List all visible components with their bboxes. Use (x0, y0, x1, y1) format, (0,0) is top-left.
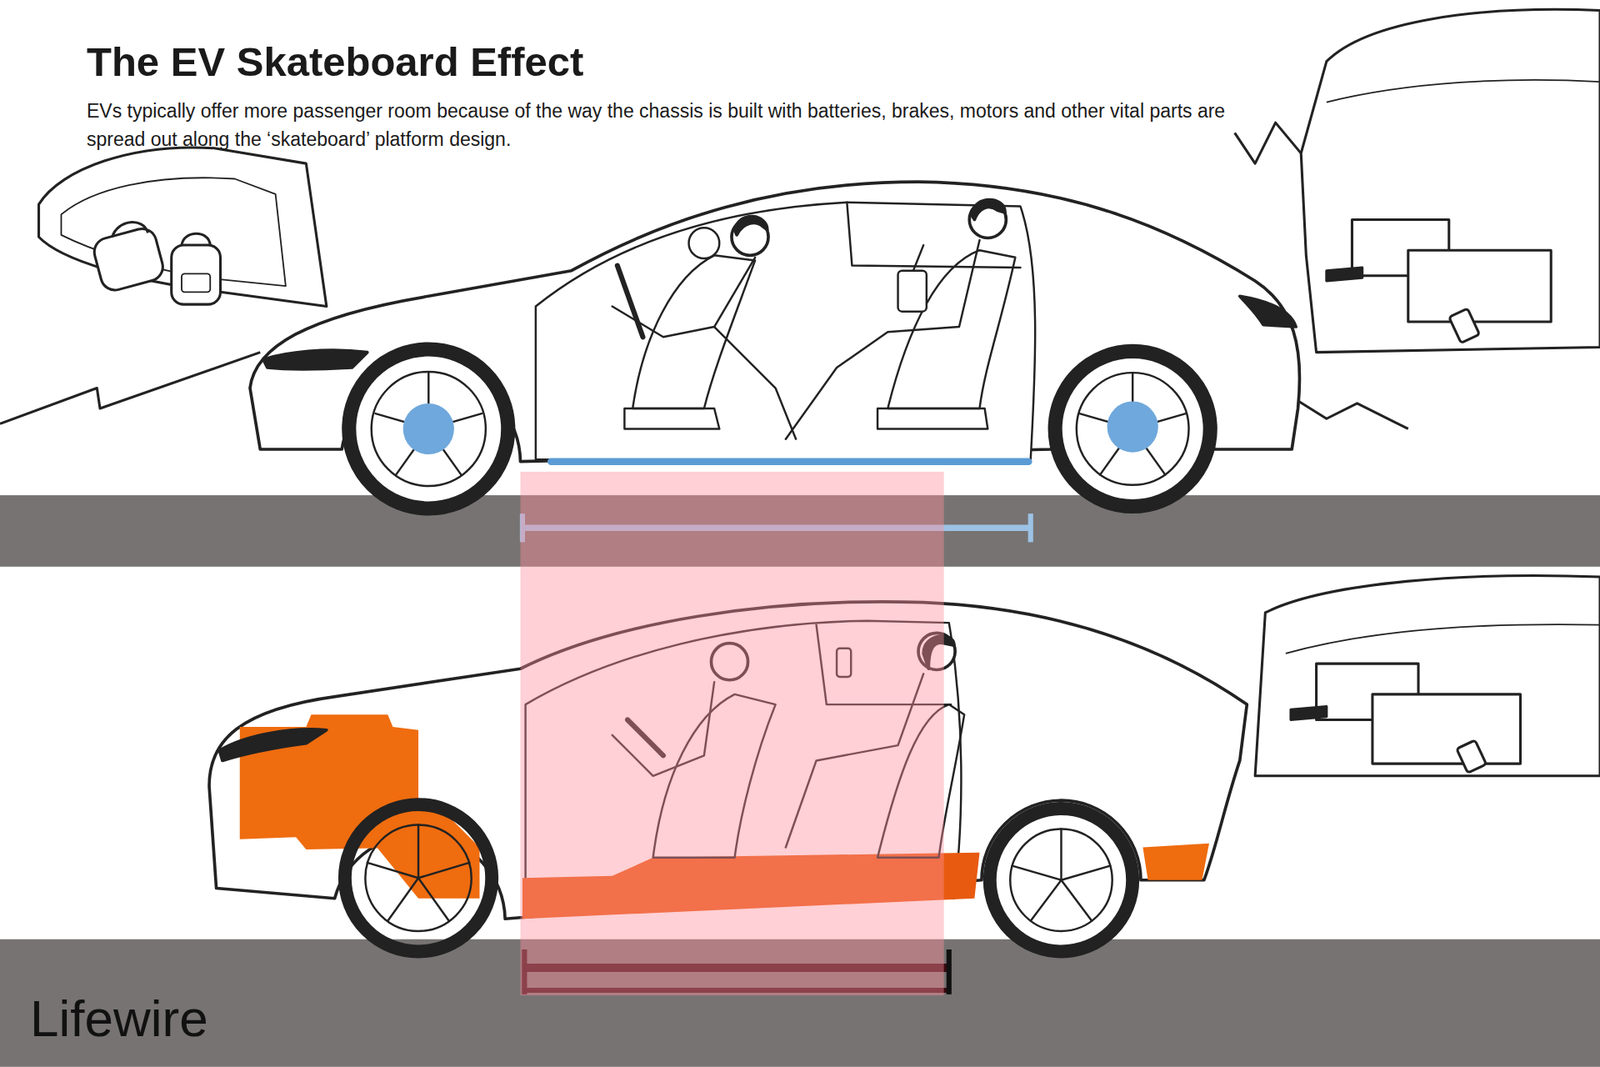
ev-wheel (349, 349, 509, 509)
ev-wheel (1055, 350, 1210, 506)
rear-trunk-inset-bottom (1255, 575, 1600, 776)
ev-car (250, 181, 1300, 509)
brand-logo: Lifewire (30, 988, 209, 1049)
gas-wheel (990, 808, 1133, 951)
title-text: The EV Skateboard Effect (86, 36, 584, 87)
cabin-overlay (520, 471, 944, 995)
caption-text: EVs typically offer more passenger room … (86, 96, 1262, 154)
gas-wheel (345, 804, 492, 951)
